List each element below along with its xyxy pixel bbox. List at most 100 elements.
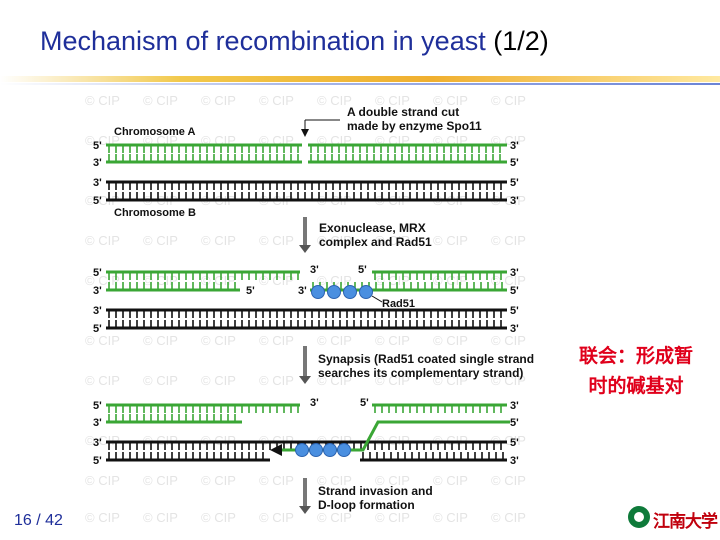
watermark-text: © CIP xyxy=(201,510,236,525)
watermark-text: © CIP xyxy=(491,510,526,525)
rad51-bead xyxy=(343,285,357,299)
rad51-bead xyxy=(327,285,341,299)
watermark-text: © CIP xyxy=(375,473,410,488)
chromosome-b-label: Chromosome B xyxy=(114,207,196,219)
watermark-text: © CIP xyxy=(85,373,120,388)
watermark-text: © CIP xyxy=(433,93,468,108)
strand-layer xyxy=(106,143,510,462)
gap-end-label: 3' xyxy=(298,285,307,297)
watermark-text: © CIP xyxy=(491,273,526,288)
rad51-bead xyxy=(359,285,373,299)
slide-title-main: Mechanism of recombination in yeast xyxy=(40,26,486,56)
watermark-text: © CIP xyxy=(85,93,120,108)
chinese-annotation-line-1: 联会：形成暂 xyxy=(578,345,693,367)
gap-end-label: 5' xyxy=(246,285,255,297)
title-underline-secondary xyxy=(0,83,720,85)
end-label: 5' xyxy=(93,455,102,467)
watermark-text: © CIP xyxy=(85,333,120,348)
watermark-text: © CIP xyxy=(317,473,352,488)
title-underline xyxy=(0,76,720,82)
chinese-annotation-line-2: 时的碱基对 xyxy=(588,375,684,397)
rad51-bead xyxy=(323,443,337,457)
watermark-text: © CIP xyxy=(85,510,120,525)
step-4-label-line-1: Strand invasion and xyxy=(318,484,433,498)
end-label: 5' xyxy=(510,177,519,189)
university-seal-icon xyxy=(628,506,650,528)
watermark-text: © CIP xyxy=(317,233,352,248)
watermark-text: © CIP xyxy=(201,373,236,388)
watermark-text: © CIP xyxy=(85,233,120,248)
watermark-text: © CIP xyxy=(491,433,526,448)
watermark-text: © CIP xyxy=(491,373,526,388)
watermark-text: © CIP xyxy=(317,273,352,288)
end-label: 3' xyxy=(93,285,102,297)
rad51-bead xyxy=(311,285,325,299)
step-1-label-line-2: made by enzyme Spo11 xyxy=(347,119,482,133)
watermark-text: © CIP xyxy=(85,273,120,288)
step-2-label-line-2: complex and Rad51 xyxy=(319,235,432,249)
rad51-label: Rad51 xyxy=(382,298,415,310)
end-label: 5' xyxy=(93,267,102,279)
watermark-text: © CIP xyxy=(85,193,120,208)
end-label: 3' xyxy=(93,157,102,169)
invading-strand-arrow xyxy=(270,444,282,456)
watermark-text: © CIP xyxy=(259,233,294,248)
end-label: 5' xyxy=(93,400,102,412)
watermark-text: © CIP xyxy=(201,333,236,348)
watermark-text: © CIP xyxy=(201,473,236,488)
watermark-text: © CIP xyxy=(143,510,178,525)
end-label: 5' xyxy=(510,437,519,449)
watermark-text: © CIP xyxy=(317,333,352,348)
watermark-text: © CIP xyxy=(375,333,410,348)
watermark-text: © CIP xyxy=(433,233,468,248)
chromosome-a-label: Chromosome A xyxy=(114,126,196,138)
end-label: 3' xyxy=(510,455,519,467)
watermark-text: © CIP xyxy=(143,93,178,108)
end-label: 3' xyxy=(93,177,102,189)
gap-end-label: 5' xyxy=(360,397,369,409)
watermark-text: © CIP xyxy=(375,233,410,248)
rad51-bead xyxy=(337,443,351,457)
watermark-text: © CIP xyxy=(143,233,178,248)
watermark-text: © CIP xyxy=(143,473,178,488)
watermark-text: © CIP xyxy=(259,93,294,108)
end-label: 3' xyxy=(93,417,102,429)
end-label: 3' xyxy=(510,400,519,412)
watermark-text: © CIP xyxy=(259,333,294,348)
watermark-text: © CIP xyxy=(143,373,178,388)
watermark-text: © CIP xyxy=(259,273,294,288)
watermark-text: © CIP xyxy=(201,273,236,288)
page-number: 16 / 42 xyxy=(14,512,63,529)
slide-title: Mechanism of recombination in yeast (1/2… xyxy=(40,26,549,57)
step-1-label-line-1: A double strand cut xyxy=(347,105,459,119)
watermark-text: © CIP xyxy=(259,373,294,388)
gap-end-label: 3' xyxy=(310,264,319,276)
watermark-text: © CIP xyxy=(85,473,120,488)
watermark-text: © CIP xyxy=(491,333,526,348)
end-label: 3' xyxy=(510,267,519,279)
slide-title-part: (1/2) xyxy=(493,26,549,56)
step-arrow-2-head xyxy=(299,376,311,384)
step-arrow-3-head xyxy=(299,506,311,514)
watermark-text: © CIP xyxy=(375,510,410,525)
watermark-text: © CIP xyxy=(317,373,352,388)
end-label: 5' xyxy=(93,140,102,152)
end-label: 5' xyxy=(510,157,519,169)
end-label: 5' xyxy=(510,417,519,429)
watermark-text: © CIP xyxy=(317,93,352,108)
end-label: 5' xyxy=(510,285,519,297)
step-4-label-line-2: D-loop formation xyxy=(318,498,415,512)
end-label: 3' xyxy=(510,140,519,152)
watermark-text: © CIP xyxy=(433,333,468,348)
rad51-bead xyxy=(295,443,309,457)
watermark-text: © CIP xyxy=(85,433,120,448)
label-layer: Chromosome A5'3'3'5'3'5'5'3'Chromosome B… xyxy=(93,105,534,514)
watermark-text: © CIP xyxy=(491,193,526,208)
rad51-pointer xyxy=(371,295,383,303)
end-label: 5' xyxy=(93,323,102,335)
end-label: 3' xyxy=(510,323,519,335)
step-3-label-line-2: searches its complementary strand) xyxy=(318,366,523,380)
step-arrow-1-head xyxy=(299,245,311,253)
university-logo-text: 江南大学 xyxy=(653,512,718,532)
